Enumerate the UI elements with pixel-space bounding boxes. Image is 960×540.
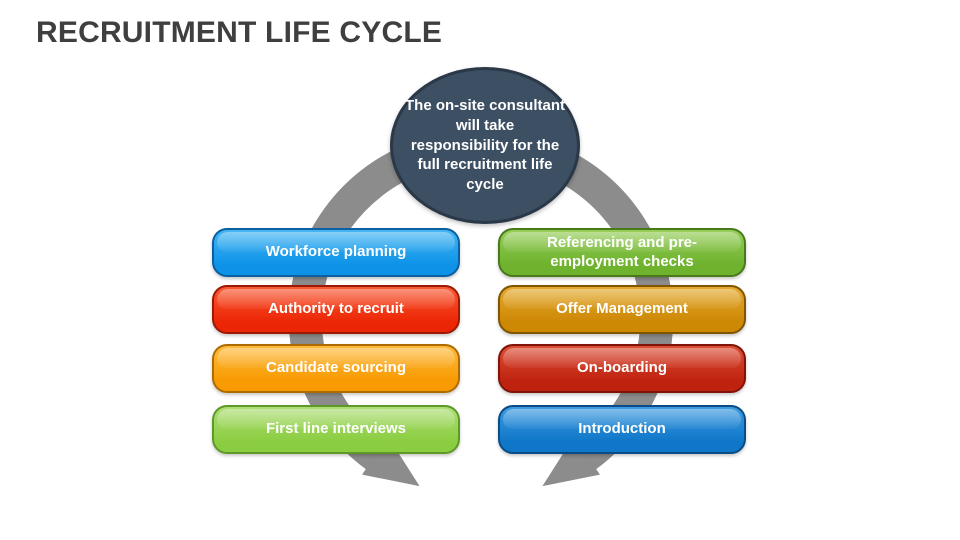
consultant-circle: The on-site consultant will take respons… bbox=[390, 67, 580, 224]
stage-pill-introduction: Introduction bbox=[498, 405, 746, 454]
stage-pill-first-line-interviews: First line interviews bbox=[212, 405, 460, 454]
stage-pill-candidate-sourcing: Candidate sourcing bbox=[212, 344, 460, 393]
stage-pill-label: Offer Management bbox=[556, 300, 688, 318]
stage-pill-label: Workforce planning bbox=[265, 243, 407, 261]
stage-pill-label: Introduction bbox=[578, 420, 666, 438]
stage-pill-label: Candidate sourcing bbox=[265, 359, 407, 377]
stage-pill-label: On-boarding bbox=[577, 359, 667, 377]
page-title: RECRUITMENT LIFE CYCLE bbox=[36, 16, 443, 49]
stage-pill-workforce-planning: Workforce planning bbox=[212, 228, 460, 277]
stage-pill-referencing-checks: Referencing and pre-employment checks bbox=[498, 228, 746, 277]
stage-pill-on-boarding: On-boarding bbox=[498, 344, 746, 393]
stage-pill-label: First line interviews bbox=[265, 420, 407, 438]
stage-pill-label: Authority to recruit bbox=[268, 300, 404, 318]
stage-pill-label: Referencing and pre-employment checks bbox=[546, 234, 698, 270]
stage-pill-offer-management: Offer Management bbox=[498, 285, 746, 334]
stage-pill-authority-to-recruit: Authority to recruit bbox=[212, 285, 460, 334]
consultant-circle-text: The on-site consultant will take respons… bbox=[405, 96, 566, 194]
